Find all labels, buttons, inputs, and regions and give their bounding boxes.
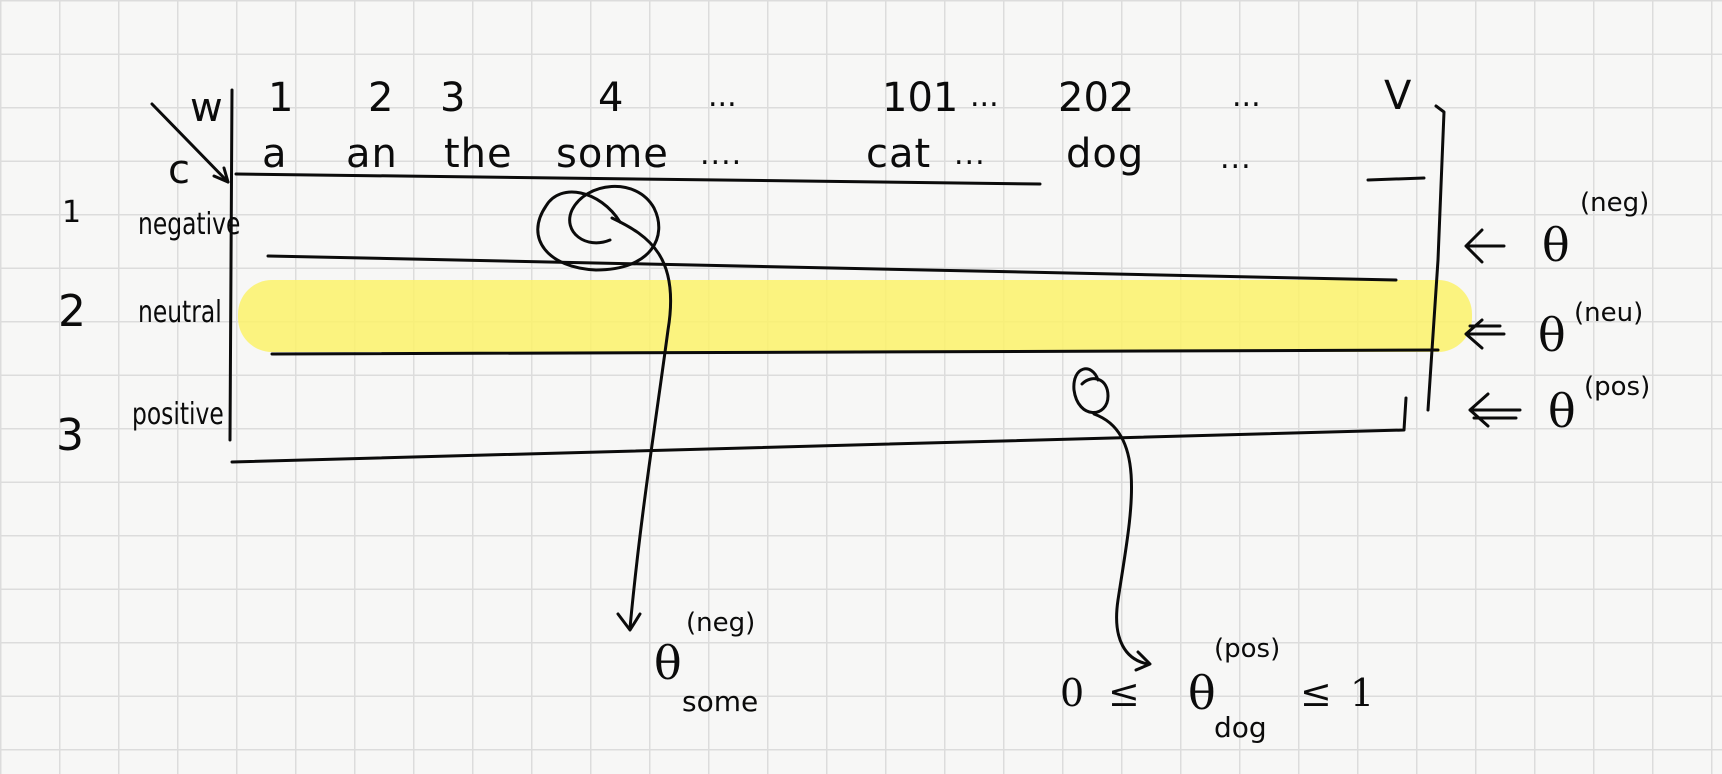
- theta-pos-superscript: (pos): [1584, 372, 1651, 402]
- row-index-1: 1: [62, 195, 82, 230]
- arrow-some-callout: [610, 216, 673, 630]
- callout-dog-le-2: ≤: [1300, 671, 1332, 715]
- callout-some-superscript: (neg): [686, 608, 756, 638]
- row-line-1: [266, 254, 1398, 282]
- index-1: 1: [268, 75, 294, 121]
- callout-some-subscript: some: [682, 685, 759, 718]
- index-V: V: [1384, 73, 1412, 119]
- corner-arrow-head: [212, 166, 230, 184]
- word-some: some: [556, 131, 669, 177]
- word-cat: cat: [866, 131, 932, 177]
- corner-w-label: w: [190, 85, 223, 131]
- index-ellipsis-1: ...: [708, 79, 737, 114]
- arrow-dog-callout: [1092, 412, 1150, 666]
- index-202: 202: [1058, 75, 1135, 121]
- word-dog: dog: [1066, 131, 1145, 177]
- index-ellipsis-3: ...: [1232, 79, 1261, 114]
- arrow-dog-head: [1134, 650, 1152, 672]
- index-3: 3: [440, 75, 466, 121]
- theta-neu-symbol: θ: [1538, 308, 1566, 362]
- callout-dog-superscript: (pos): [1214, 634, 1281, 664]
- row-label-negative: negative: [138, 207, 241, 242]
- word-the: the: [444, 131, 513, 177]
- row-line-2: [270, 348, 1440, 356]
- index-2: 2: [368, 75, 394, 121]
- word-an: an: [346, 131, 398, 177]
- row-arrow-pos: [1468, 392, 1522, 428]
- row-arrow-neg: [1464, 228, 1506, 264]
- word-ellipsis-1: ....: [700, 137, 743, 172]
- index-ellipsis-2: ...: [970, 79, 999, 114]
- theta-neu-superscript: (neu): [1574, 298, 1644, 328]
- neutral-row-highlight: [238, 280, 1472, 352]
- corner-c-label: c: [168, 147, 190, 193]
- header-underline-right: [1366, 176, 1426, 182]
- word-ellipsis-3: ...: [1220, 141, 1252, 176]
- callout-some-theta: θ: [654, 636, 682, 690]
- table-left-border: [228, 88, 234, 442]
- row-label-positive: positive: [132, 397, 224, 432]
- theta-pos-symbol: θ: [1548, 384, 1576, 438]
- index-4: 4: [598, 75, 624, 121]
- right-bracket: [1426, 104, 1446, 412]
- row-index-3: 3: [56, 410, 84, 461]
- row-arrow-neu: [1464, 318, 1506, 350]
- callout-dog-theta: θ: [1188, 666, 1216, 720]
- circle-some-cell: [536, 184, 661, 272]
- corner-diagonal-line: [150, 102, 230, 184]
- theta-neg-symbol: θ: [1542, 218, 1570, 272]
- circle-dog-cell: [1072, 367, 1110, 414]
- arrow-some-head: [616, 612, 642, 632]
- callout-dog-le-1: ≤: [1108, 671, 1140, 715]
- row-line-3: [230, 396, 1408, 464]
- row-index-2: 2: [58, 286, 86, 337]
- word-ellipsis-2: ...: [954, 137, 986, 172]
- callout-dog-subscript: dog: [1214, 711, 1267, 744]
- word-a: a: [262, 131, 288, 177]
- row-label-neutral: neutral: [138, 295, 222, 330]
- header-underline: [234, 172, 1042, 186]
- callout-dog-lower: 0: [1060, 671, 1085, 715]
- index-101: 101: [882, 75, 959, 121]
- theta-neg-superscript: (neg): [1580, 188, 1650, 218]
- callout-dog-upper: 1: [1350, 671, 1375, 715]
